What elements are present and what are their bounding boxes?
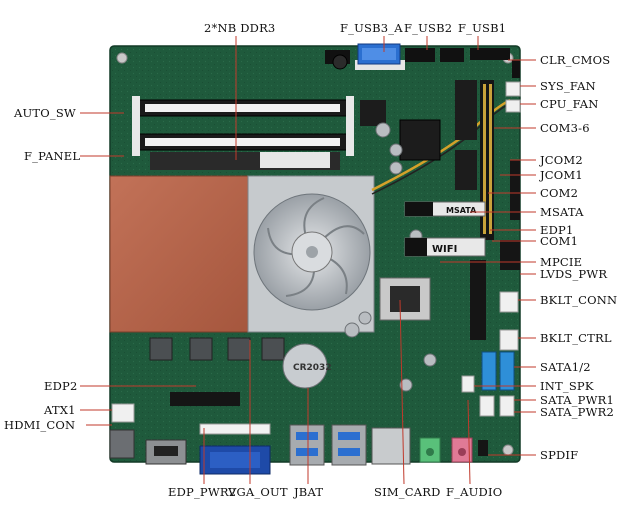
label-edp-pwr2: EDP_PWR2 xyxy=(168,485,237,499)
wifi-slot-marking: WIFI xyxy=(432,244,457,255)
msata-slot-marking: MSATA xyxy=(446,206,477,215)
label-jcom1: JCOM1 xyxy=(540,168,583,182)
label-com1: COM1 xyxy=(540,234,579,248)
label-sata12: SATA1/2 xyxy=(540,360,591,374)
label-bklt-conn: BKLT_CONN xyxy=(540,293,618,307)
label-cpu-fan: CPU_FAN xyxy=(540,97,599,111)
label-com2: COM2 xyxy=(540,186,579,200)
label-f-usb1: F_USB1 xyxy=(458,21,507,35)
label-hdmi-con: HDMI_CON xyxy=(4,418,76,432)
heatsink xyxy=(109,175,253,333)
sys-fan-connector xyxy=(505,81,521,97)
bklt-conn xyxy=(499,291,519,313)
label-sata-pwr2: SATA_PWR2 xyxy=(540,405,614,419)
label-com3-6: COM3-6 xyxy=(540,121,590,135)
label-atx1: ATX1 xyxy=(44,403,76,417)
label-sys-fan: SYS_FAN xyxy=(540,79,596,93)
bklt-ctrl xyxy=(499,329,519,351)
ddr3-slots xyxy=(132,96,354,170)
sata-port-2 xyxy=(499,351,515,391)
label-msata: MSATA xyxy=(540,205,584,219)
mount-hole xyxy=(116,52,128,64)
label-f-audio: F_AUDIO xyxy=(446,485,503,499)
label-edp2: EDP2 xyxy=(44,379,78,393)
cpu-fan-connector xyxy=(505,99,521,113)
cmos-battery xyxy=(282,343,328,389)
label-jcom2: JCOM2 xyxy=(540,153,583,167)
usb-port-1 xyxy=(289,424,325,466)
label-mpcie: MPCIE xyxy=(540,255,583,269)
sim-card-holder xyxy=(379,277,431,321)
label-spdif: SPDIF xyxy=(540,448,579,462)
label-sata-pwr1: SATA_PWR1 xyxy=(540,393,614,407)
battery-marking: CR2032 xyxy=(293,363,332,373)
lan-port xyxy=(371,427,411,465)
label-vga-out: VGA_OUT xyxy=(228,485,288,499)
label-f-usb2: F_USB2 xyxy=(404,21,453,35)
leader-lines xyxy=(80,36,536,485)
label-sim-card: SIM_CARD xyxy=(374,485,441,499)
label-f-usb3-a: F_USB3_A xyxy=(340,21,403,35)
label-edp1: EDP1 xyxy=(540,223,574,237)
label-f-panel: F_PANEL xyxy=(24,149,81,163)
mount-hole xyxy=(502,444,514,456)
label-bklt-ctrl: BKLT_CTRL xyxy=(540,331,612,345)
usb-port-2 xyxy=(331,424,367,466)
label-auto-sw: AUTO_SW xyxy=(14,106,76,120)
label-int-spk: INT_SPK xyxy=(540,379,594,393)
label-ddr3: 2*NB DDR3 xyxy=(204,21,276,35)
label-jbat: JBAT xyxy=(294,485,324,499)
label-clr-cmos: CLR_CMOS xyxy=(540,53,611,67)
sata-port-1 xyxy=(481,351,497,391)
label-lvds-pwr: LVDS_PWR xyxy=(540,267,608,281)
